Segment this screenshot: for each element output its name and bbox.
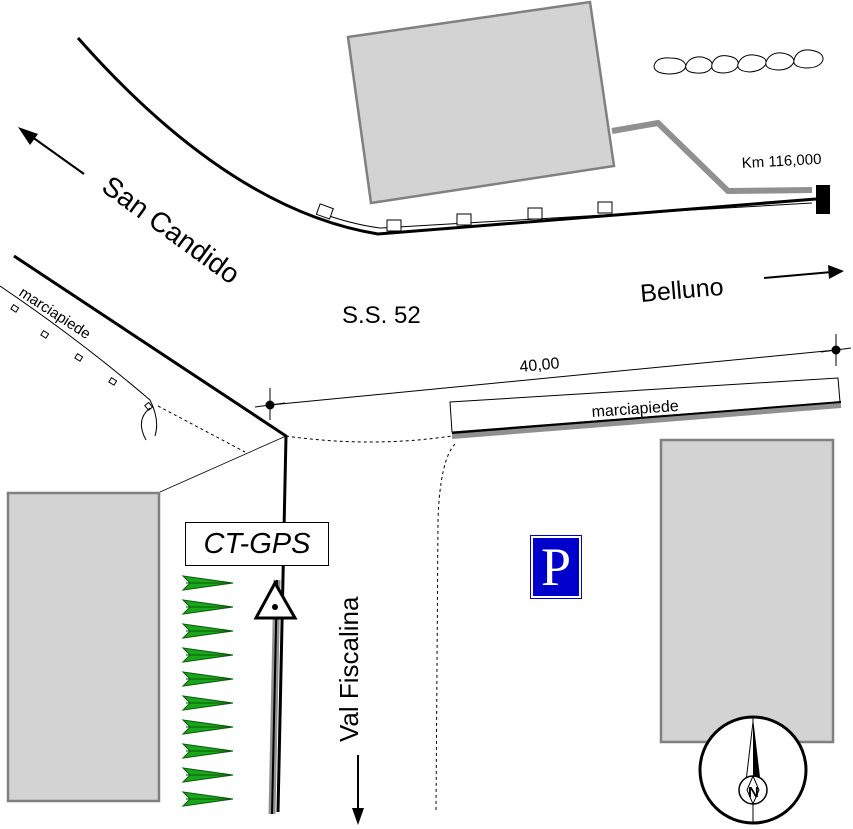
parking-sign-icon: P	[530, 535, 582, 599]
building-right	[659, 438, 835, 744]
dimension-line	[254, 334, 852, 420]
tree-row	[181, 575, 234, 807]
label-km-marker: Km 116,000	[741, 151, 822, 172]
arrow-san-candido-icon	[18, 127, 85, 175]
dashed-west	[157, 405, 246, 453]
parking-label: P	[540, 537, 572, 597]
north-arrow-compass-icon	[698, 715, 808, 825]
arrow-val-fiscalina-icon	[352, 755, 364, 825]
bollards-west	[10, 304, 154, 411]
arrow-belluno-icon	[763, 265, 844, 279]
building-top	[346, 0, 616, 205]
label-san-candido: San Candido	[96, 170, 245, 290]
label-road-name: S.S. 52	[342, 302, 421, 329]
bollards-north	[315, 201, 613, 232]
sidewalk-west	[0, 285, 158, 437]
access-path	[611, 119, 813, 195]
station-label: CT-GPS	[203, 527, 311, 560]
building-left	[6, 491, 161, 803]
gps-station-triangle-icon	[253, 579, 298, 620]
label-marciapiede-west: marciapiede	[16, 284, 94, 343]
km-post-icon	[816, 185, 830, 214]
station-label-box: CT-GPS	[185, 522, 329, 566]
stone-wall-icon	[653, 49, 824, 75]
compass-north-label: N	[748, 784, 759, 801]
label-dimension: 40,00	[519, 355, 561, 376]
dashed-parking-edge	[435, 443, 456, 811]
label-belluno: Belluno	[639, 273, 725, 308]
label-val-fiscalina: Val Fiscalina	[334, 596, 364, 742]
label-marciapiede-east: marciapiede	[591, 398, 679, 421]
dashed-crossing	[285, 435, 453, 443]
road-edge-north	[76, 37, 817, 236]
